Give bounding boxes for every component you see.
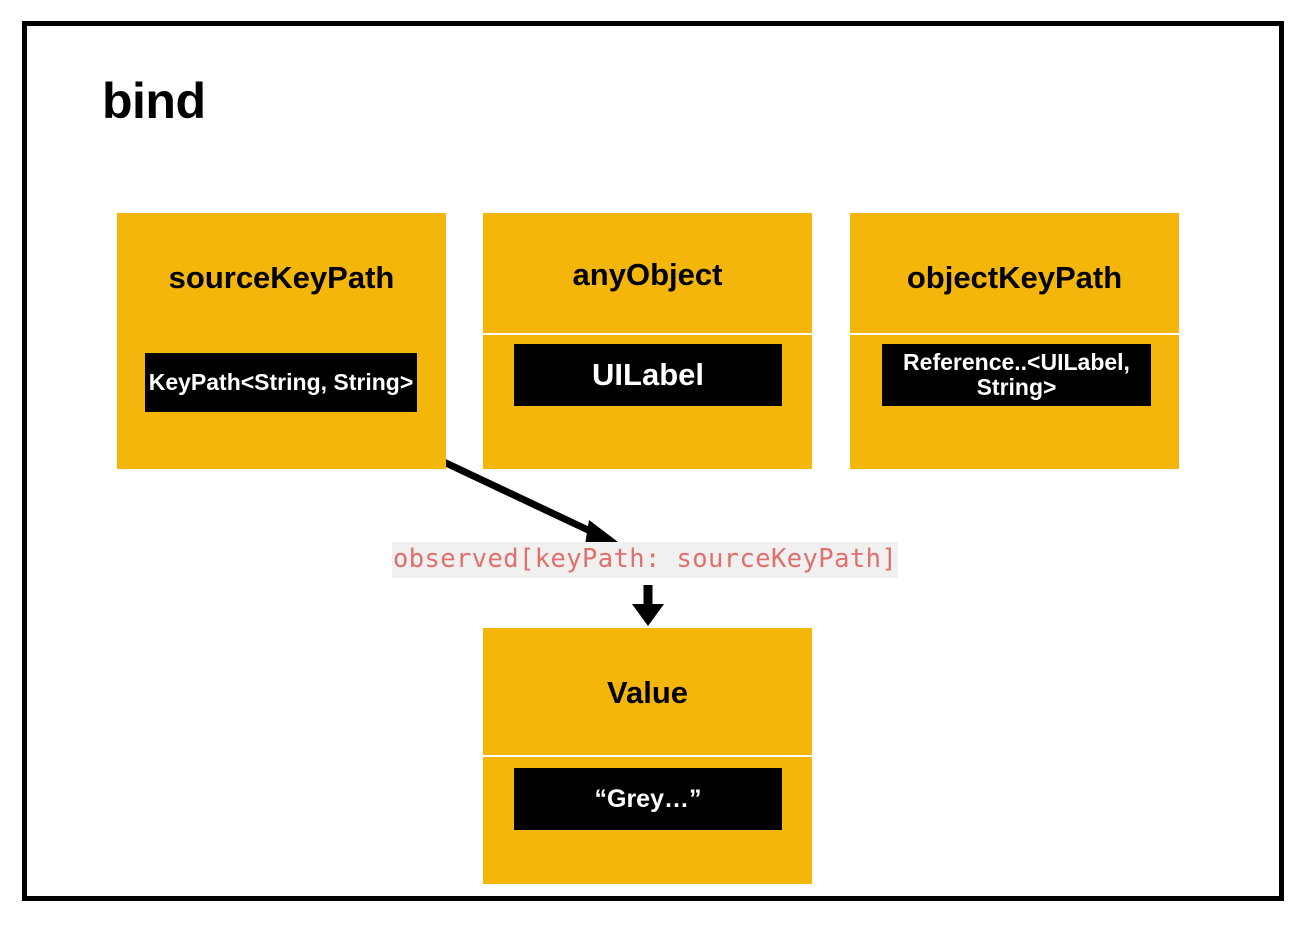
node-object-key-path[interactable]: objectKeyPath Reference..<UILabel, Strin… <box>850 213 1179 469</box>
node-object-key-path-chip: Reference..<UILabel, String> <box>882 344 1151 406</box>
node-any-object-header: anyObject <box>572 257 723 292</box>
arrow-code-to-value <box>632 585 664 626</box>
node-value-chip: “Grey…” <box>514 768 782 830</box>
node-object-key-path-divider <box>850 333 1179 335</box>
node-any-object[interactable]: anyObject UILabel <box>483 213 812 469</box>
node-value-divider <box>483 755 812 757</box>
node-object-key-path-header: objectKeyPath <box>906 260 1123 295</box>
code-expression: observed[keyPath: sourceKeyPath] <box>392 542 899 579</box>
node-source-key-path[interactable]: sourceKeyPath KeyPath<String, String> <box>117 213 446 469</box>
node-value-header: Value <box>607 675 688 710</box>
node-source-key-path-header: sourceKeyPath <box>168 260 395 295</box>
node-value[interactable]: Value “Grey…” <box>483 628 812 884</box>
node-any-object-divider <box>483 333 812 335</box>
node-source-key-path-chip: KeyPath<String, String> <box>145 353 417 412</box>
slide-frame: bind sourceKeyPath KeyPath<String, Strin… <box>22 21 1284 901</box>
node-any-object-chip: UILabel <box>514 344 782 406</box>
page-title: bind <box>102 73 206 129</box>
